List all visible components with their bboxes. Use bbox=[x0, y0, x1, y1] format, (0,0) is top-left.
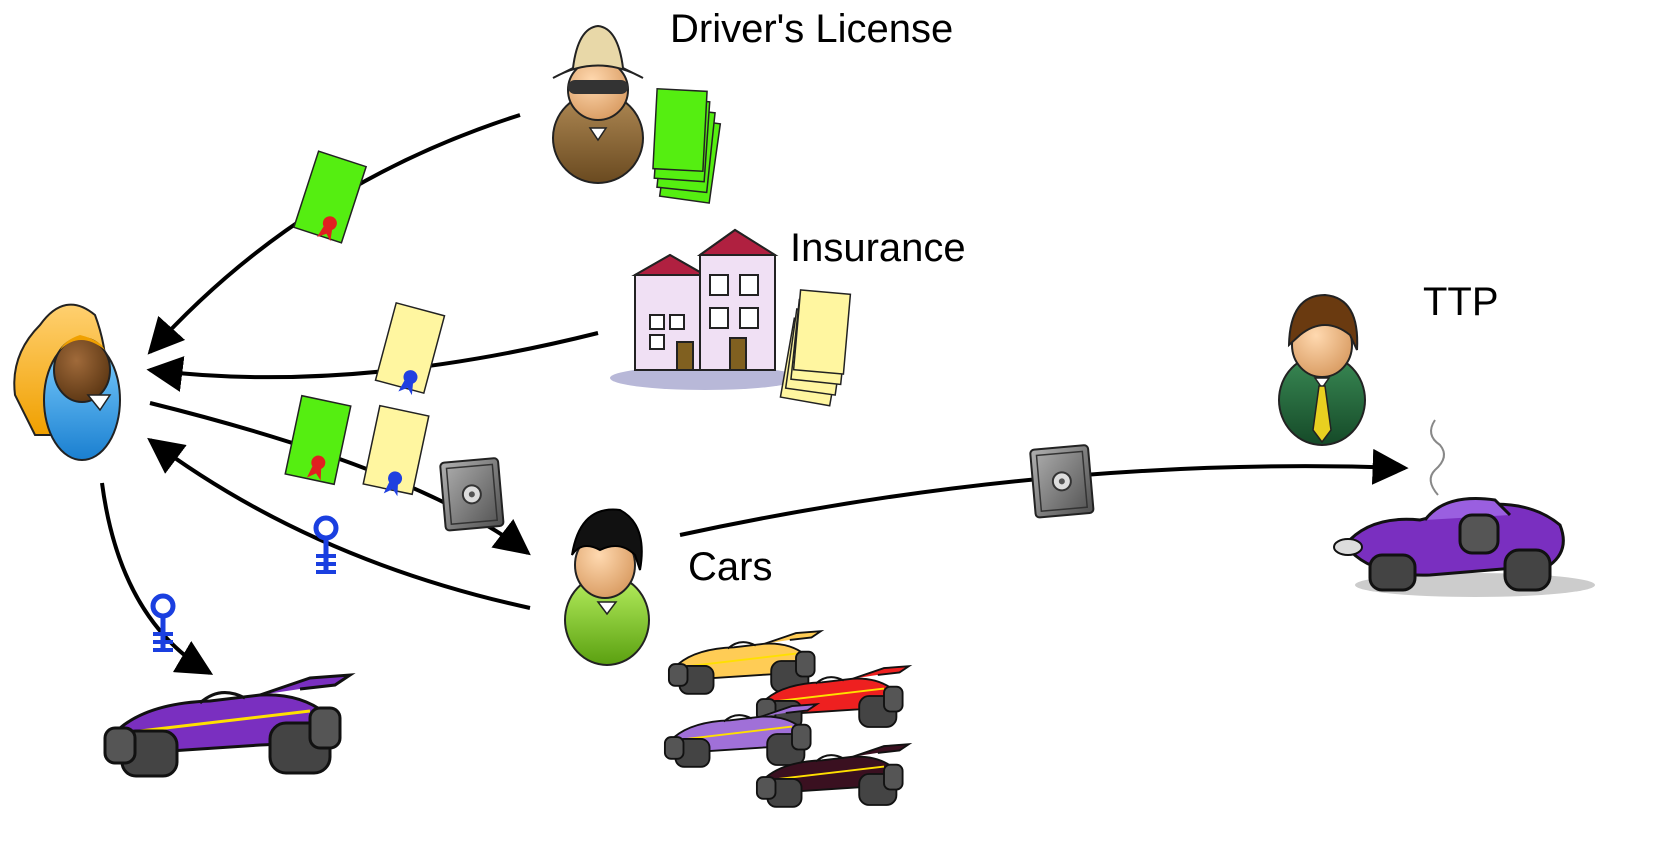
label-drivers-license: Driver's License bbox=[670, 7, 953, 51]
label-insurance: Insurance bbox=[790, 226, 966, 270]
safe-icon bbox=[1029, 443, 1095, 519]
car-fleet bbox=[663, 630, 910, 808]
label-ttp: TTP bbox=[1423, 280, 1499, 324]
insurance-stack-icon bbox=[779, 289, 852, 407]
crashed-car-icon bbox=[1333, 419, 1595, 597]
license-stack-icon bbox=[652, 87, 722, 204]
user-person-icon bbox=[13, 303, 121, 461]
arrow-user-to-car bbox=[100, 482, 214, 675]
license-authority-icon bbox=[552, 24, 644, 184]
insurance-certificate-icon bbox=[374, 302, 446, 396]
arrow-insurance-to-user bbox=[146, 331, 599, 392]
race-car-icon bbox=[103, 673, 352, 778]
insurance-certificate-icon bbox=[362, 404, 430, 497]
car-dealer-person-icon bbox=[564, 508, 650, 666]
building-icon bbox=[610, 228, 800, 390]
license-certificate-icon bbox=[293, 150, 367, 244]
label-cars: Cars bbox=[688, 545, 772, 589]
safe-icon bbox=[439, 456, 505, 532]
license-certificate-icon bbox=[284, 394, 352, 486]
arrows bbox=[100, 113, 1409, 675]
ttp-person-icon bbox=[1278, 293, 1366, 446]
